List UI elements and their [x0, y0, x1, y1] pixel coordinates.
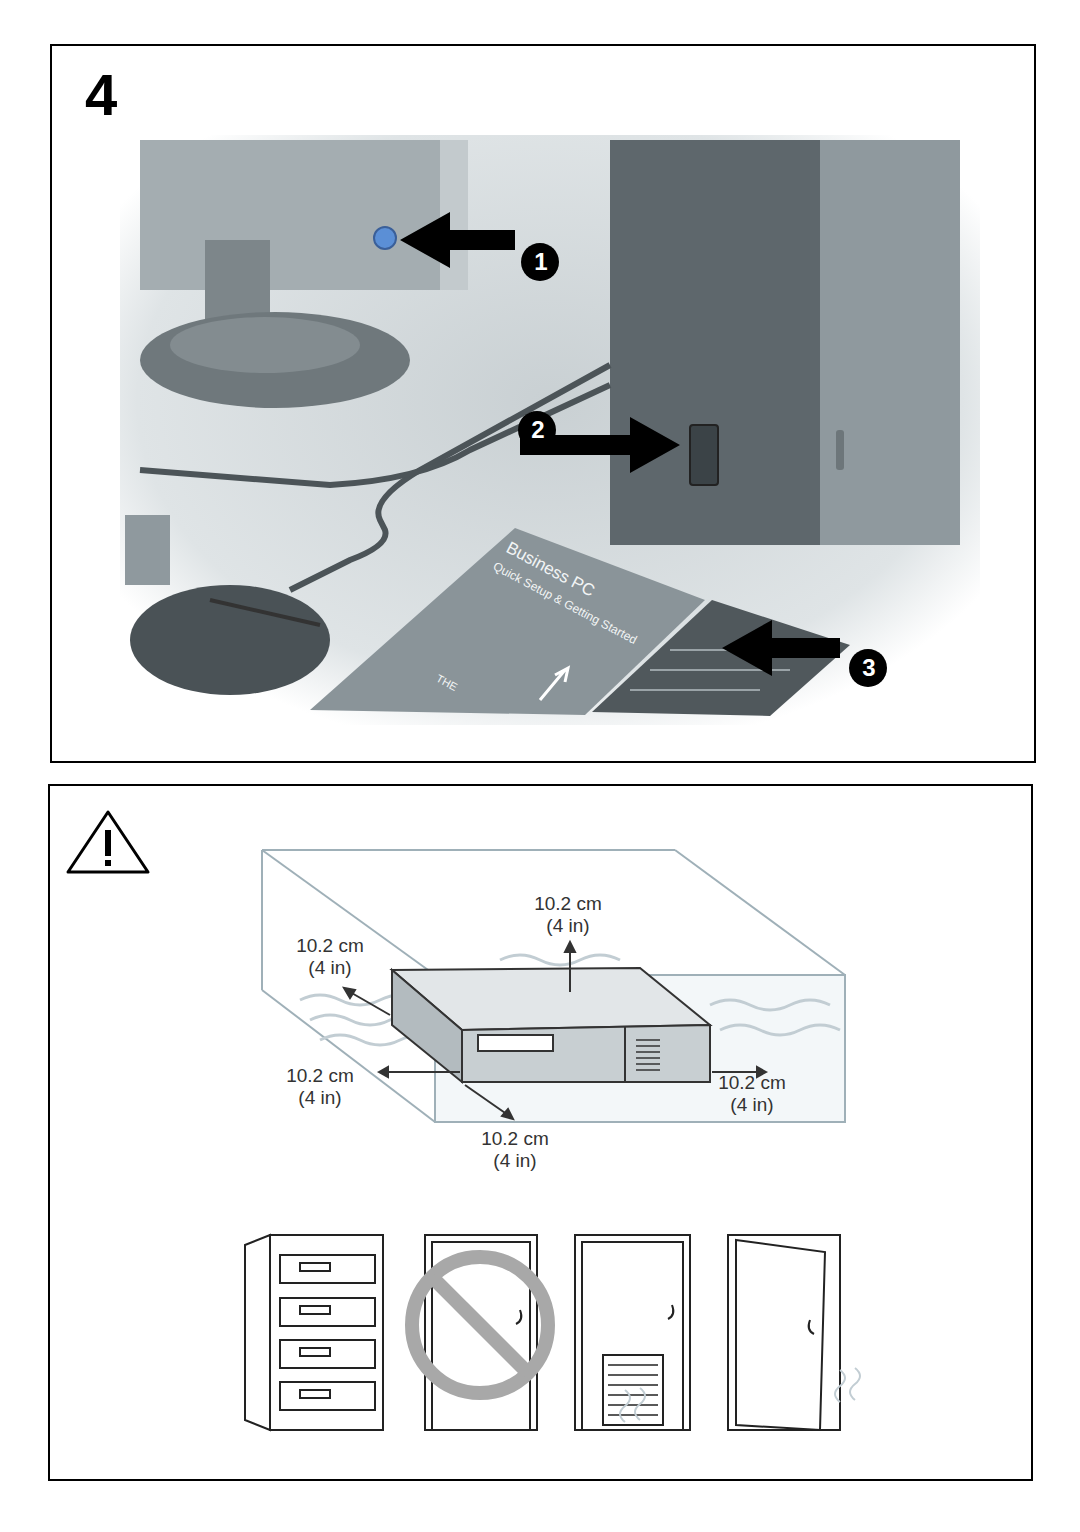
callout-number: 3	[862, 654, 875, 682]
clearance-dimension: 10.2 cm (4 in)	[286, 935, 374, 979]
clearance-dimension: 10.2 cm (4 in)	[524, 893, 612, 937]
callout-number: 2	[531, 416, 544, 444]
clearance-dimension: 10.2 cm (4 in)	[708, 1072, 796, 1116]
callout-number: 1	[534, 248, 547, 276]
step-number: 4	[85, 62, 117, 129]
clearance-dimension: 10.2 cm (4 in)	[471, 1128, 559, 1172]
clearance-dimension: 10.2 cm (4 in)	[276, 1065, 364, 1109]
